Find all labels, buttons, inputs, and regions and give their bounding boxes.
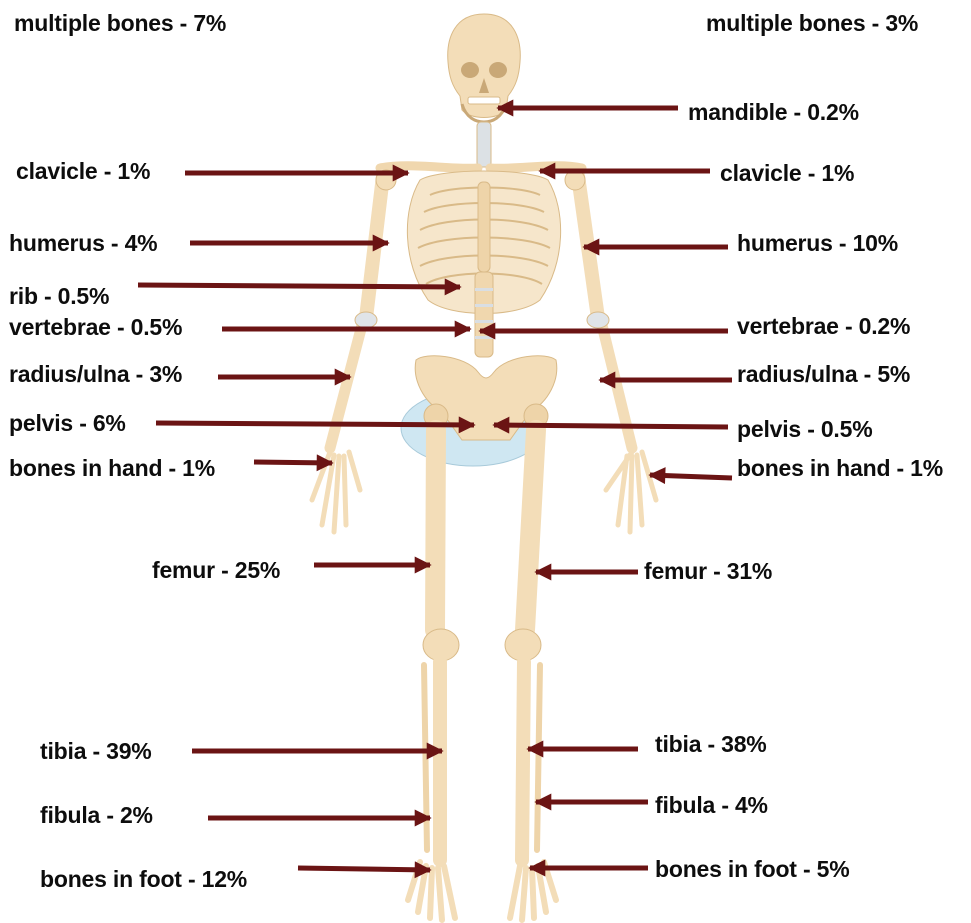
label-foot-left: bones in foot - 12% [40, 868, 247, 891]
label-vertebrae-right: vertebrae - 0.2% [737, 315, 910, 338]
label-clavicle-left: clavicle - 1% [16, 160, 150, 183]
tibia-right-bone [522, 662, 524, 860]
label-hand-right: bones in hand - 1% [737, 457, 943, 480]
hand-right [606, 452, 656, 532]
arrow-pelvis-left [156, 423, 474, 425]
fibula-right-bone [537, 665, 540, 850]
label-tibia-right: tibia - 38% [655, 733, 767, 756]
clavicle-left-bone [380, 166, 478, 169]
arrow-hand-right [650, 475, 732, 478]
humerus-left-bone [366, 176, 383, 318]
label-fibula-right: fibula - 4% [655, 794, 768, 817]
sternum [478, 182, 490, 272]
label-vertebrae-left: vertebrae - 0.5% [9, 316, 182, 339]
label-femur-left: femur - 25% [152, 559, 280, 582]
label-hand-left: bones in hand - 1% [9, 457, 215, 480]
label-mandible-right: mandible - 0.2% [688, 101, 859, 124]
label-pelvis-left: pelvis - 6% [9, 412, 126, 435]
label-rib-left: rib - 0.5% [9, 285, 109, 308]
elbow-left [355, 312, 377, 328]
elbow-right [587, 312, 609, 328]
label-multiple-bones-right: multiple bones - 3% [706, 12, 918, 35]
arrow-rib-left [138, 285, 460, 287]
label-humerus-right: humerus - 10% [737, 232, 898, 255]
label-radius-ulna-right: radius/ulna - 5% [737, 363, 910, 386]
label-fibula-left: fibula - 2% [40, 804, 153, 827]
arrow-pelvis-right [494, 425, 728, 427]
label-humerus-left: humerus - 4% [9, 232, 157, 255]
femur-right-bone [525, 430, 536, 630]
teeth [468, 97, 500, 104]
label-pelvis-right: pelvis - 0.5% [737, 418, 872, 441]
arrow-foot-left [298, 868, 430, 870]
skeleton-figure [312, 14, 656, 920]
label-femur-right: femur - 31% [644, 560, 772, 583]
label-radius-ulna-left: radius/ulna - 3% [9, 363, 182, 386]
label-foot-right: bones in foot - 5% [655, 858, 849, 881]
radius-ulna-right-bone [602, 325, 632, 448]
label-tibia-left: tibia - 39% [40, 740, 152, 763]
cervical-spine [477, 122, 491, 167]
clavicle-right-bone [490, 166, 582, 169]
fibula-left-bone [424, 665, 427, 850]
label-clavicle-right: clavicle - 1% [720, 162, 854, 185]
arrow-hand-left [254, 462, 332, 463]
eye-socket-left [461, 62, 479, 78]
radius-ulna-left-bone [330, 325, 362, 448]
femur-left-bone [435, 430, 436, 630]
spine [475, 272, 493, 357]
label-multiple-bones-left: multiple bones - 7% [14, 12, 226, 35]
eye-socket-right [489, 62, 507, 78]
foot-right [510, 862, 556, 920]
